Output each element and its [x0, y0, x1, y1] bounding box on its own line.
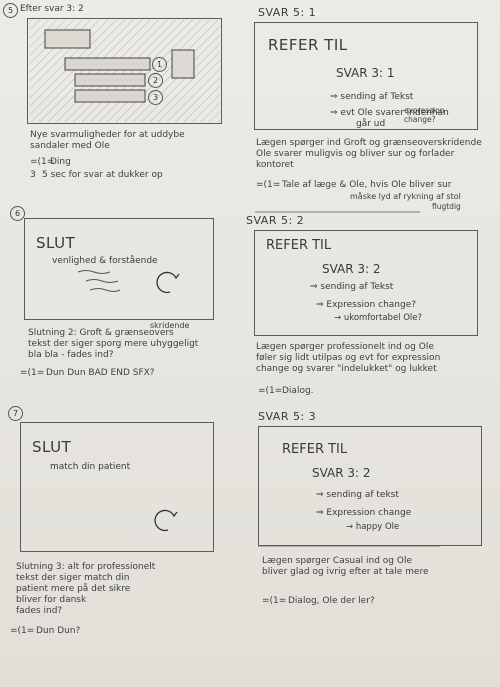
svar-header: SVAR 5: 2	[246, 214, 305, 227]
slut-title: SLUT	[32, 438, 72, 456]
panel-6-frame	[24, 218, 214, 320]
arrow-line-sub: → ukomfortabel Ole?	[334, 313, 423, 323]
refer-label: REFER TIL	[266, 238, 332, 253]
speaker-label: =(1=	[10, 626, 35, 636]
arrow-line: ⇒ sending af Tekst	[330, 92, 414, 102]
arrow-line: ⇒ evt Ole svarer indenhan	[330, 108, 449, 118]
svar-ref: SVAR 3: 1	[336, 66, 395, 80]
arrow-line-sub: → happy Ole	[346, 522, 400, 532]
svar-5-2-frame	[254, 230, 478, 336]
speaker-label: =(1=	[20, 368, 45, 378]
sound-note: Dialog.	[282, 386, 314, 396]
speaker-label: =(1=	[262, 596, 287, 606]
sound-note: Dun Dun?	[36, 626, 81, 636]
marker: 1	[152, 57, 167, 72]
panel-description: Nye svarmuligheder for at uddybe sandale…	[30, 130, 185, 151]
panel-number: 6	[10, 206, 25, 221]
panel-description: Lægen spørger professionelt ind og Ole f…	[256, 342, 441, 374]
scribble-text	[77, 270, 121, 292]
slut-subtitle: venlighed & forstående	[52, 256, 158, 266]
svar-5-3-frame	[258, 426, 482, 546]
slut-subtitle: match din patient	[50, 462, 131, 472]
panel-number: 7	[8, 406, 23, 421]
panel-7-frame	[20, 422, 214, 552]
sound-note: Ding	[50, 157, 71, 167]
sound-note: Dun Dun BAD END SFX?	[46, 368, 155, 378]
marker: 2	[148, 73, 163, 88]
panel-description: Lægen spørger Casual ind og Ole bliver g…	[262, 556, 429, 577]
speaker-label: =(1=	[30, 157, 55, 167]
arrow-line: ⇒ sending af tekst	[316, 490, 399, 500]
reload-icon	[156, 271, 180, 294]
option-bar-3	[74, 89, 146, 103]
arrow-line-cont: går ud	[356, 119, 386, 129]
sound-note: Tale af læge & Ole, hvis Ole bliver sur	[282, 180, 452, 190]
slut-title: SLUT	[36, 234, 76, 252]
window-shape	[171, 49, 195, 79]
arrow-line: ⇒ Expression change?	[316, 300, 417, 310]
svar-ref: SVAR 3: 2	[312, 466, 371, 480]
sound-note-extra: flugtdig	[432, 202, 461, 211]
marker: 3	[30, 170, 36, 180]
speaker-label: =(1=	[258, 386, 283, 396]
arrow-line: ⇒ sending af Tekst	[310, 282, 394, 292]
svar-ref: SVAR 3: 2	[322, 262, 381, 276]
option-bar-2	[74, 73, 146, 87]
svar-header: SVAR 5: 1	[258, 6, 317, 19]
svar-5-1-frame	[254, 22, 478, 130]
panel-description: Lægen spørger ind Groft og grænseoverskr…	[256, 138, 482, 170]
refer-label: REFER TIL	[268, 36, 348, 54]
timing-note: 5 sec for svar at dukker op	[42, 170, 163, 180]
arrow-line: ⇒ Expression change	[316, 508, 412, 518]
panel-description: Slutning 3: alt for professionelt tekst …	[16, 562, 156, 616]
speaker-label: =(1=	[256, 180, 281, 190]
panel-description: Slutning 2: Groft & grænseovers tekst de…	[28, 328, 199, 360]
sound-note-extra: måske lyd af rykning af stol	[350, 192, 461, 201]
panel-5-frame	[27, 18, 222, 124]
sound-note: Dialog, Ole der ler?	[288, 596, 375, 606]
svar-header: SVAR 5: 3	[258, 410, 317, 423]
description-extra: skridende	[150, 321, 190, 330]
refer-label: REFER TIL	[282, 442, 348, 457]
panel-number: 5	[3, 3, 18, 18]
desk-shape	[44, 29, 91, 49]
option-bar-1	[64, 57, 151, 71]
reload-icon	[154, 509, 178, 532]
panel-header: Efter svar 3: 2	[20, 4, 84, 14]
expression-note: expression change?	[404, 106, 445, 124]
marker: 3	[148, 90, 163, 105]
